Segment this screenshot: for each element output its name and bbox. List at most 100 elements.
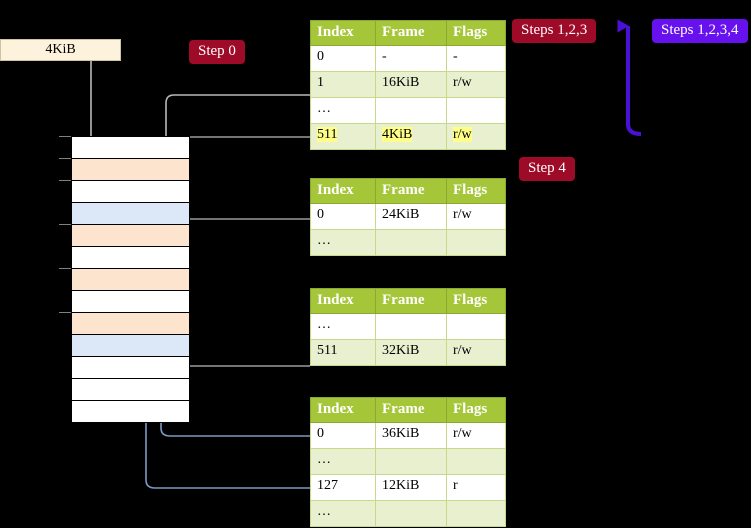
cell-index: 0	[310, 45, 376, 72]
cell-flags	[446, 500, 506, 527]
table-row: 0 - -	[310, 45, 506, 72]
cell-index: 0	[310, 203, 376, 230]
memory-row	[72, 225, 189, 247]
cell-flags: -	[446, 45, 506, 72]
cell-index: 0	[310, 422, 376, 449]
badge-step-4: Step 4	[519, 157, 575, 181]
cell-flags-text: r/w	[453, 127, 472, 142]
cell-frame: 36KiB	[375, 422, 447, 449]
cell-flags: r	[446, 474, 506, 501]
table-row: …	[310, 313, 506, 340]
cell-frame: -	[375, 45, 447, 72]
badge-steps-1234-label: Steps 1,2,3,4	[661, 22, 739, 38]
column-header-index: Index	[310, 288, 376, 314]
table-row: 0 24KiB r/w	[310, 203, 506, 230]
grid-tick-0	[59, 136, 72, 137]
cell-index: …	[310, 97, 376, 124]
table-row: 511 32KiB r/w	[310, 339, 506, 366]
column-header-frame: Frame	[375, 288, 447, 314]
cell-flags: r/w	[446, 123, 506, 150]
grid-tick-4	[59, 268, 72, 269]
column-header-flags: Flags	[446, 397, 506, 423]
memory-row	[72, 137, 189, 159]
cell-frame	[375, 97, 447, 124]
cell-flags	[446, 229, 506, 256]
cell-index: …	[310, 500, 376, 527]
badge-steps-1234: Steps 1,2,3,4	[652, 19, 748, 43]
table-row: …	[310, 229, 506, 256]
memory-row	[72, 291, 189, 313]
cell-index: 511	[310, 123, 376, 150]
cell-frame: 16KiB	[375, 71, 447, 98]
badge-step-0: Step 0	[189, 40, 245, 64]
table-row: 1 16KiB r/w	[310, 71, 506, 98]
cell-index: …	[310, 229, 376, 256]
badge-steps-123: Steps 1,2,3	[512, 19, 597, 43]
memory-row	[72, 203, 189, 225]
cell-index-text: 511	[317, 127, 338, 142]
column-header-frame: Frame	[375, 178, 447, 204]
table-row: …	[310, 97, 506, 124]
page-table-level-1: Index Frame Flags 0 - - 1 16KiB r/w …	[310, 20, 506, 150]
memory-row	[72, 335, 189, 357]
column-header-flags: Flags	[446, 288, 506, 314]
cell-flags	[446, 97, 506, 124]
table-header-row: Index Frame Flags	[310, 178, 506, 204]
page-table-level-4: Index Frame Flags 0 36KiB r/w … 127 12Ki…	[310, 397, 506, 527]
cell-frame	[375, 500, 447, 527]
cell-index: 1	[310, 71, 376, 98]
cell-frame-text: 4KiB	[382, 127, 413, 142]
memory-row	[72, 159, 189, 181]
memory-row	[72, 401, 189, 423]
cell-frame	[375, 229, 447, 256]
column-header-index: Index	[310, 397, 376, 423]
column-header-flags: Flags	[446, 178, 506, 204]
size-box-4kib: 4KiB	[0, 39, 121, 61]
memory-row	[72, 313, 189, 335]
cell-index: 511	[310, 339, 376, 366]
memory-row	[72, 181, 189, 203]
grid-tick-3	[59, 224, 72, 225]
page-table-level-3: Index Frame Flags … 511 32KiB r/w	[310, 288, 506, 366]
violet-bracket-arrow	[617, 19, 642, 136]
memory-row	[72, 379, 189, 401]
table-row: …	[310, 448, 506, 475]
badge-step-0-label: Step 0	[198, 43, 236, 59]
table-row: 127 12KiB r	[310, 474, 506, 501]
cell-frame: 24KiB	[375, 203, 447, 230]
grid-tick-5	[59, 312, 72, 313]
wire-table1-alt-to-memory	[188, 136, 310, 145]
grid-tick-1	[59, 158, 72, 159]
page-table-level-2: Index Frame Flags 0 24KiB r/w …	[310, 178, 506, 256]
table-header-row: Index Frame Flags	[310, 20, 506, 46]
cell-frame	[375, 448, 447, 475]
cell-index: …	[310, 313, 376, 340]
cell-flags: r/w	[446, 203, 506, 230]
table-header-row: Index Frame Flags	[310, 288, 506, 314]
wire-table3-to-memory	[165, 316, 310, 367]
table-header-row: Index Frame Flags	[310, 397, 506, 423]
memory-row	[72, 269, 189, 291]
wire-table2-to-memory	[171, 218, 310, 266]
cell-frame: 12KiB	[375, 474, 447, 501]
size-box-label: 4KiB	[45, 42, 76, 57]
column-header-flags: Flags	[446, 20, 506, 46]
table-row: 511 4KiB r/w	[310, 123, 506, 150]
physical-memory-grid	[71, 136, 190, 423]
badge-step-4-label: Step 4	[528, 160, 566, 176]
cell-frame: 32KiB	[375, 339, 447, 366]
cell-flags	[446, 448, 506, 475]
cell-flags: r/w	[446, 422, 506, 449]
table-row: 0 36KiB r/w	[310, 422, 506, 449]
cell-index: 127	[310, 474, 376, 501]
column-header-index: Index	[310, 178, 376, 204]
badge-steps-123-label: Steps 1,2,3	[521, 22, 588, 38]
grid-tick-2	[59, 180, 72, 181]
memory-row	[72, 247, 189, 269]
table-row: …	[310, 500, 506, 527]
cell-frame: 4KiB	[375, 123, 447, 150]
cell-flags: r/w	[446, 339, 506, 366]
cell-index: …	[310, 448, 376, 475]
cell-frame	[375, 313, 447, 340]
